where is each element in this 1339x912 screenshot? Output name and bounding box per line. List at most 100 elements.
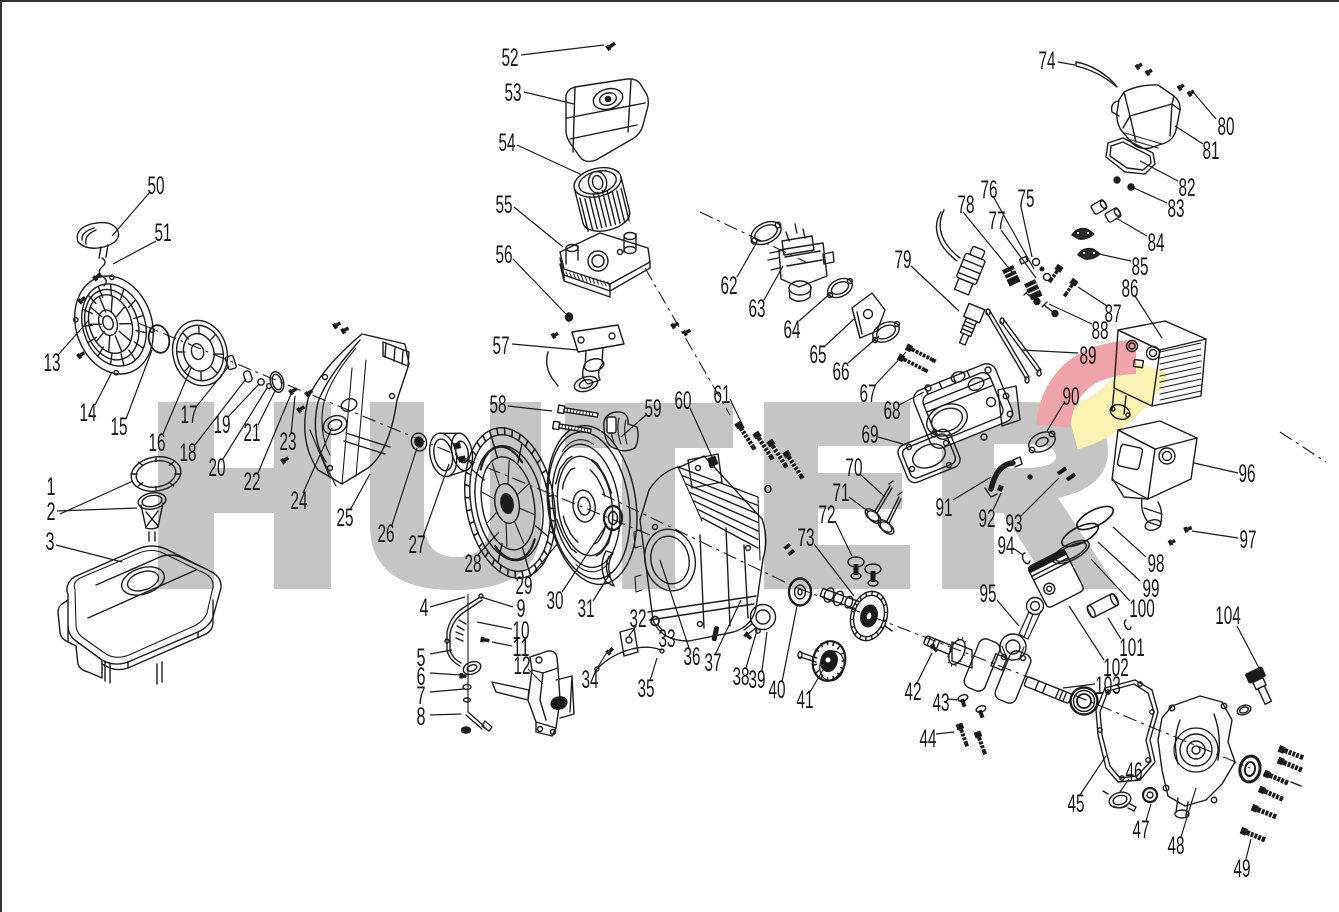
svg-text:58: 58	[490, 391, 507, 419]
svg-text:91: 91	[936, 494, 953, 522]
svg-text:45: 45	[1068, 790, 1085, 818]
svg-text:34: 34	[582, 666, 599, 694]
svg-text:97: 97	[1240, 526, 1257, 554]
svg-text:36: 36	[684, 643, 701, 671]
svg-text:10: 10	[513, 617, 530, 645]
svg-text:73: 73	[798, 524, 815, 552]
svg-text:23: 23	[280, 428, 297, 456]
svg-text:44: 44	[920, 725, 937, 753]
svg-text:13: 13	[44, 349, 61, 377]
svg-text:69: 69	[862, 421, 879, 449]
svg-text:4: 4	[420, 594, 429, 622]
svg-text:60: 60	[675, 387, 692, 415]
svg-text:50: 50	[148, 172, 165, 200]
svg-text:57: 57	[493, 332, 510, 360]
svg-text:6: 6	[417, 663, 426, 691]
svg-text:75: 75	[1018, 185, 1035, 213]
svg-text:32: 32	[630, 605, 647, 633]
svg-text:99: 99	[1143, 575, 1160, 603]
svg-text:49: 49	[1234, 855, 1251, 883]
svg-text:74: 74	[1039, 47, 1056, 75]
svg-text:22: 22	[244, 468, 261, 496]
svg-text:7: 7	[417, 682, 426, 710]
svg-text:86: 86	[1122, 275, 1139, 303]
svg-text:9: 9	[517, 595, 526, 623]
svg-text:64: 64	[784, 316, 801, 344]
svg-text:15: 15	[111, 413, 128, 441]
svg-text:102: 102	[1103, 654, 1129, 682]
svg-text:103: 103	[1095, 672, 1121, 700]
svg-text:94: 94	[998, 532, 1015, 560]
svg-text:46: 46	[1126, 758, 1143, 786]
svg-text:26: 26	[378, 520, 395, 548]
svg-text:16: 16	[149, 429, 166, 457]
svg-text:81: 81	[1203, 137, 1220, 165]
svg-text:54: 54	[499, 129, 516, 157]
svg-text:100: 100	[1129, 595, 1155, 623]
svg-text:33: 33	[659, 625, 676, 653]
svg-text:17: 17	[181, 401, 198, 429]
svg-text:85: 85	[1132, 253, 1149, 281]
svg-text:2: 2	[47, 498, 56, 526]
svg-text:53: 53	[505, 79, 522, 107]
svg-text:5: 5	[417, 644, 426, 672]
svg-text:71: 71	[833, 479, 850, 507]
svg-text:21: 21	[244, 419, 261, 447]
svg-text:20: 20	[209, 454, 226, 482]
svg-text:83: 83	[1168, 195, 1185, 223]
svg-text:30: 30	[547, 587, 564, 615]
svg-text:37: 37	[705, 649, 722, 677]
svg-text:76: 76	[981, 176, 998, 204]
svg-text:27: 27	[409, 531, 426, 559]
svg-text:28: 28	[465, 550, 482, 578]
svg-text:104: 104	[1215, 602, 1241, 630]
svg-text:77: 77	[989, 207, 1006, 235]
svg-text:95: 95	[980, 580, 997, 608]
svg-text:24: 24	[291, 487, 308, 515]
svg-text:89: 89	[1080, 342, 1097, 370]
svg-text:101: 101	[1119, 634, 1145, 662]
svg-text:52: 52	[502, 44, 519, 72]
svg-text:1: 1	[47, 473, 56, 501]
svg-text:68: 68	[884, 397, 901, 425]
svg-text:56: 56	[496, 241, 513, 269]
svg-text:11: 11	[513, 634, 530, 662]
svg-text:35: 35	[638, 675, 655, 703]
svg-text:88: 88	[1092, 317, 1109, 345]
svg-text:80: 80	[1218, 113, 1235, 141]
svg-text:8: 8	[417, 703, 426, 731]
svg-text:63: 63	[749, 295, 766, 323]
svg-text:98: 98	[1148, 550, 1165, 578]
svg-text:96: 96	[1239, 460, 1256, 488]
svg-text:25: 25	[337, 504, 354, 532]
svg-text:66: 66	[833, 358, 850, 386]
svg-text:61: 61	[714, 381, 731, 409]
svg-text:19: 19	[214, 411, 231, 439]
svg-text:59: 59	[645, 395, 662, 423]
svg-text:92: 92	[979, 505, 996, 533]
svg-text:67: 67	[860, 380, 877, 408]
svg-text:93: 93	[1006, 510, 1023, 538]
svg-text:40: 40	[769, 676, 786, 704]
svg-text:82: 82	[1179, 174, 1196, 202]
svg-text:31: 31	[578, 595, 595, 623]
svg-text:65: 65	[810, 341, 827, 369]
svg-text:29: 29	[516, 572, 533, 600]
svg-text:48: 48	[1168, 832, 1185, 860]
svg-text:87: 87	[1105, 300, 1122, 328]
svg-text:78: 78	[958, 191, 975, 219]
svg-text:42: 42	[905, 678, 922, 706]
svg-text:14: 14	[80, 399, 97, 427]
svg-text:12: 12	[514, 652, 531, 680]
svg-text:41: 41	[797, 686, 814, 714]
svg-text:70: 70	[846, 454, 863, 482]
svg-text:18: 18	[180, 439, 197, 467]
svg-text:62: 62	[721, 272, 738, 300]
svg-text:55: 55	[496, 191, 513, 219]
svg-text:43: 43	[933, 689, 950, 717]
svg-text:47: 47	[1133, 816, 1150, 844]
svg-text:3: 3	[46, 528, 55, 556]
svg-text:90: 90	[1063, 383, 1080, 411]
svg-text:72: 72	[819, 501, 836, 529]
svg-text:38: 38	[733, 663, 750, 691]
